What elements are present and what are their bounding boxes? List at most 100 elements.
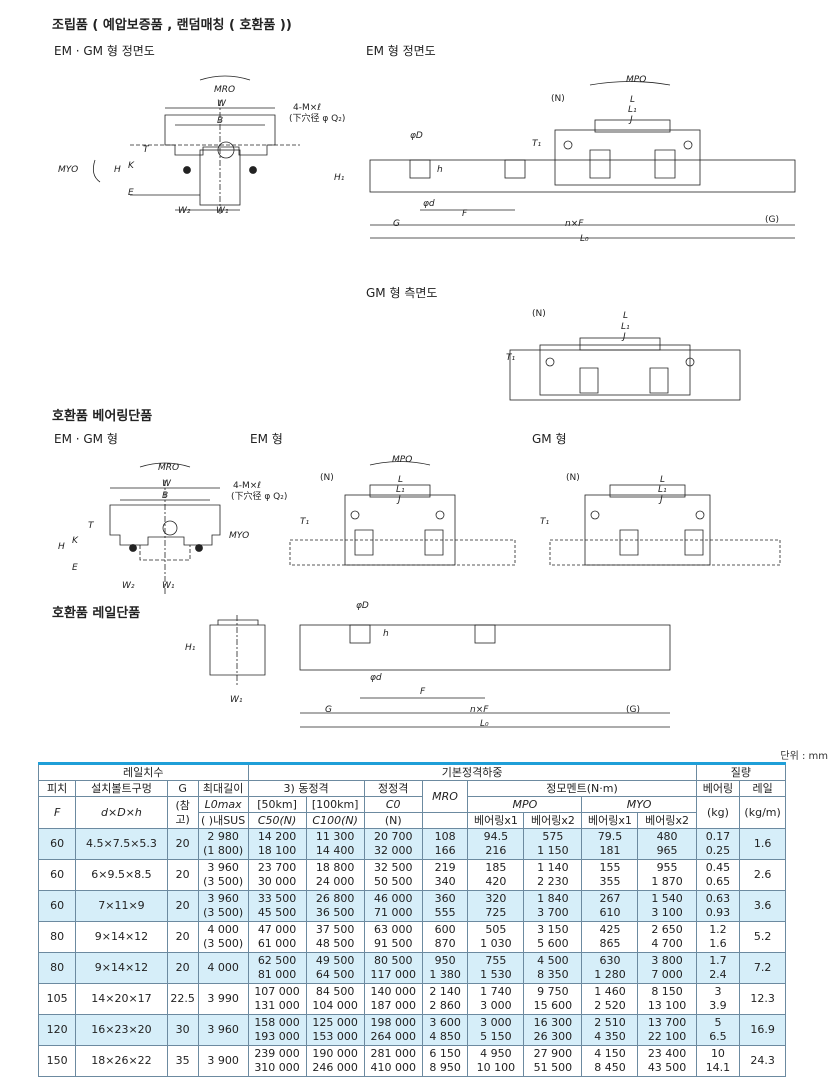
dim-E: E [128, 188, 134, 198]
cell-L: 3 960(3 500) [197, 890, 249, 922]
bem-dim-N: (N) [320, 473, 334, 483]
brg-dim-MRO: MRO [158, 463, 179, 473]
cell-bolt: 4.5×7.5×5.3 [75, 828, 168, 860]
em-dim-L0: L₀ [580, 234, 589, 244]
dim-W2: W₂ [178, 206, 191, 216]
technical-drawings: W B T K H E W₂ W₁ MRO MYO 4-M×ℓ (下穴径 φ Q… [58, 75, 796, 729]
cell-F: 60 [37, 859, 77, 891]
rail-dim-F: F [420, 687, 426, 697]
brg-dim-T: T [88, 521, 95, 531]
dim-H: H [114, 165, 121, 175]
em-front-drawing [369, 81, 796, 239]
unit-note: 단위 : mm [780, 751, 828, 762]
rail-long-drawing [299, 624, 671, 728]
hdr-moment: 정모멘트(N·m) [467, 780, 697, 797]
em-dim-phiD: φD [410, 131, 423, 141]
dim-W: W [217, 99, 227, 109]
assembly-front-drawing [92, 75, 300, 215]
em-front-label: EM 형 정면도 [366, 44, 436, 58]
dim-K: K [128, 161, 135, 171]
dim-hole: (下穴径 φ Q₂) [289, 112, 345, 124]
em-dim-MPO: MPO [626, 75, 646, 85]
hdr-mp-b2: 베어링x2 [523, 812, 583, 829]
rail-dim-Gp: (G) [626, 705, 640, 715]
brg-dim-W2: W₂ [122, 581, 135, 591]
hdr-rail-dims: 레일치수 [38, 762, 249, 781]
emgm-front-label: EM · GM 형 정면도 [54, 44, 155, 58]
bearing-em-drawing [289, 461, 516, 566]
brg-dim-W1: W₁ [162, 581, 175, 591]
bgm-dim-T1: T₁ [540, 517, 549, 527]
cell-bolt: 9×14×12 [75, 921, 168, 953]
bgm-dim-J: J [658, 495, 663, 505]
cell-L: 3 990 [197, 983, 249, 1015]
dim-T: T [143, 145, 150, 155]
cell-G: 20 [166, 952, 199, 984]
gm-side-label: GM 형 측면도 [366, 286, 438, 300]
cell-G: 22.5 [166, 983, 199, 1015]
cell-kgm: 24.3 [739, 1045, 786, 1077]
hdr-mp-b1: 베어링x1 [467, 812, 525, 829]
hdr-static: 정정격 [363, 780, 423, 797]
dim-W1: W₁ [216, 206, 229, 216]
cell-F: 80 [37, 921, 77, 953]
hdr-F: F [37, 796, 77, 829]
rail-section-drawing [209, 615, 266, 685]
cell-L: 4 000(3 500) [197, 921, 249, 953]
cell-L: 3 960 [197, 1014, 249, 1046]
gm-dim-L1: L₁ [621, 322, 630, 332]
em-dim-phid: φd [423, 199, 435, 209]
hdr-dyn: 3) 동정격 [247, 780, 365, 797]
cell-L: 4 000 [197, 952, 249, 984]
gm-dim-N: (N) [532, 309, 546, 319]
cell-G: 20 [166, 921, 199, 953]
bearing-gm-label: GM 형 [532, 432, 567, 446]
hdr-MPO: MPO [467, 796, 583, 813]
em-dim-G: G [393, 219, 400, 229]
hdr-100km: [100km] [305, 796, 365, 813]
brg-dim-bolt: 4-M×ℓ [233, 481, 261, 491]
bgm-dim-N: (N) [566, 473, 580, 483]
hdr-my-b1: 베어링x1 [581, 812, 639, 829]
em-dim-H1: H₁ [334, 173, 345, 183]
hdr-G: G [166, 780, 199, 797]
hdr-MYO: MYO [581, 796, 697, 813]
brg-dim-MYO: MYO [229, 531, 249, 541]
cell-bolt: 14×20×17 [75, 983, 168, 1015]
cell-F: 150 [37, 1045, 77, 1077]
cell-bolt: 16×23×20 [75, 1014, 168, 1046]
